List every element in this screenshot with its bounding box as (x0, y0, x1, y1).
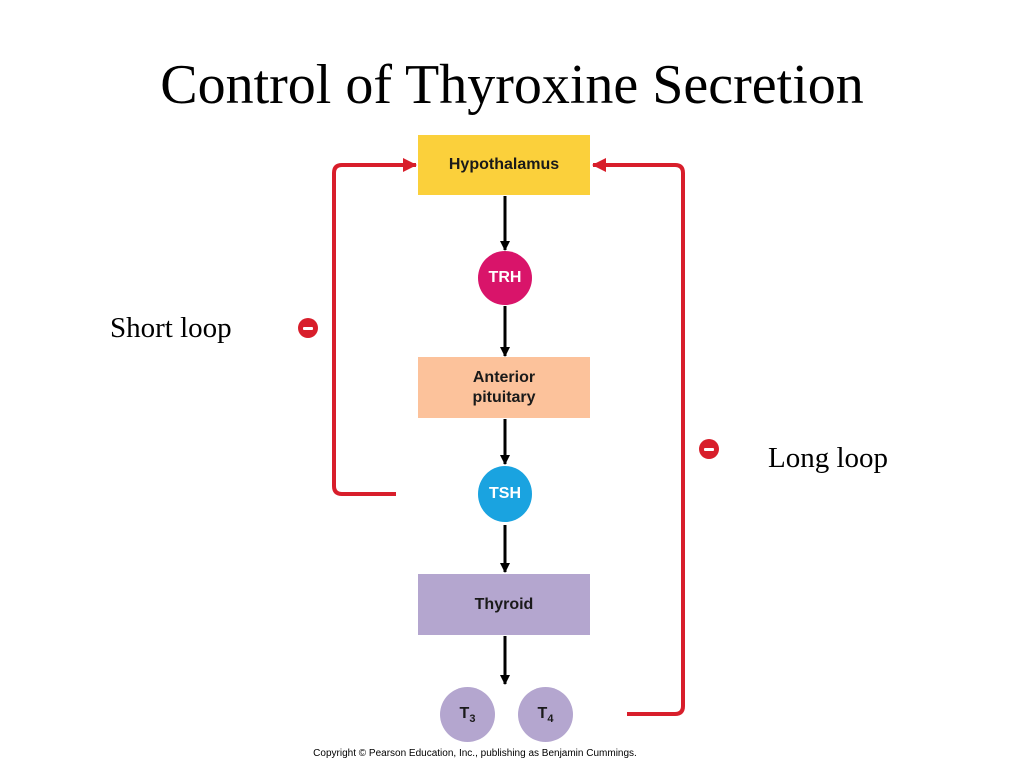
anterior-pituitary-node: Anterior pituitary (418, 357, 590, 418)
short-loop-path (332, 158, 417, 496)
t3-node: T3 (440, 687, 495, 742)
page-title: Control of Thyroxine Secretion (160, 54, 864, 116)
hypothalamus-node: Hypothalamus (418, 135, 590, 195)
thyroid-label: Thyroid (474, 595, 534, 613)
anterior-pituitary-label-line1: Anterior (472, 369, 536, 387)
tsh-node: TSH (478, 466, 532, 522)
long-loop-label: Long loop (768, 442, 889, 474)
t4-label: T4 (537, 704, 554, 725)
t3-label: T3 (459, 704, 476, 725)
copyright-notice: Copyright © Pearson Education, Inc., pub… (313, 748, 637, 759)
short-loop-minus-icon (298, 318, 318, 338)
long-loop-minus-icon (699, 439, 719, 459)
thyroid-node: Thyroid (418, 574, 590, 635)
tsh-label: TSH (489, 485, 521, 502)
trh-node: TRH (478, 251, 532, 305)
t4-node: T4 (518, 687, 573, 742)
anterior-pituitary-label-line2: pituitary (472, 388, 536, 406)
short-loop-label: Short loop (110, 312, 232, 344)
trh-label: TRH (488, 269, 522, 286)
hypothalamus-label: Hypothalamus (448, 156, 560, 174)
long-loop-path (592, 158, 685, 716)
